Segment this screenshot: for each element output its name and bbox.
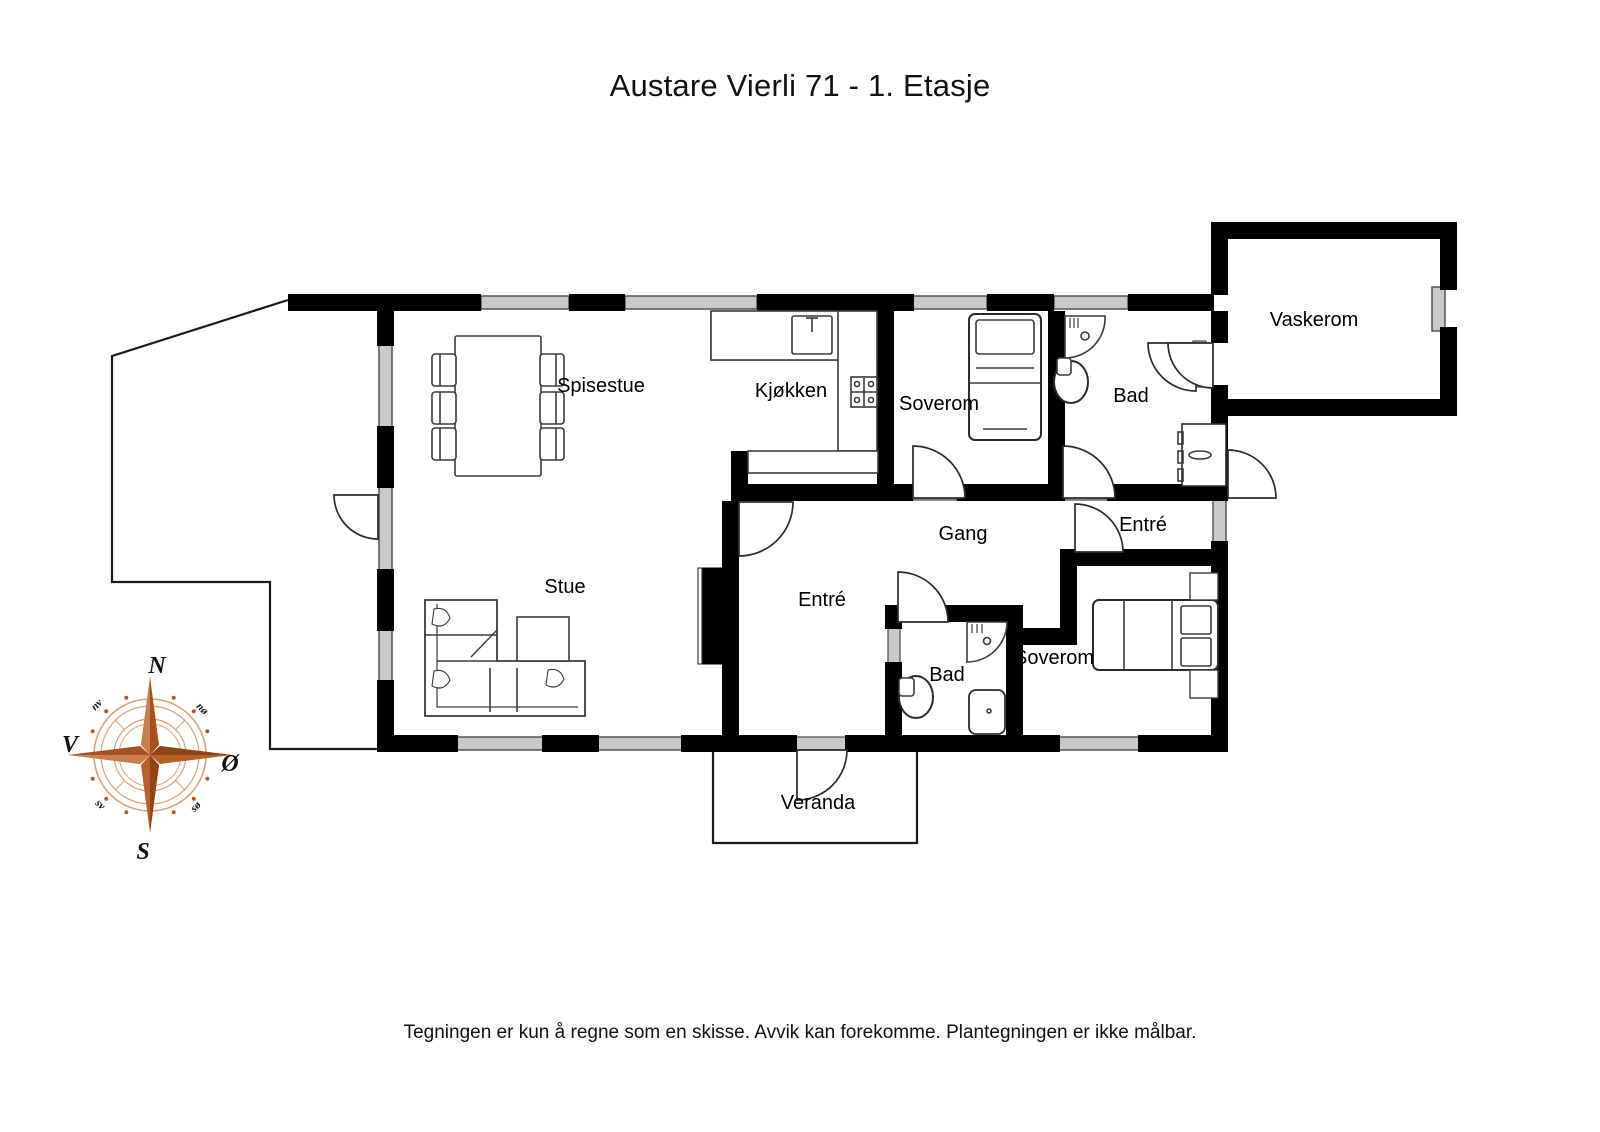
compass-se-label: sø xyxy=(187,799,203,815)
terrace-outline xyxy=(110,298,390,751)
compass-south-label: S xyxy=(136,839,149,865)
compass-west-label: V xyxy=(62,732,80,758)
bath-lower-fixtures xyxy=(898,621,1008,735)
room-label-veranda: Veranda xyxy=(781,792,856,814)
bath-upper-fixtures xyxy=(1053,315,1227,487)
room-labels: Spisestue Kjøkken Soverom Bad Vaskerom G… xyxy=(544,309,1358,814)
disclaimer-text: Tegningen er kun å regne som en skisse. … xyxy=(403,1022,1197,1043)
veranda-outline xyxy=(711,749,919,845)
page-title: Austare Vierli 71 - 1. Etasje xyxy=(609,68,991,103)
room-label-soverom-2: Soverom xyxy=(1014,647,1094,669)
room-label-entre-1: Entré xyxy=(1119,514,1167,536)
room-label-vaskerom: Vaskerom xyxy=(1270,309,1359,331)
compass-ne-label: nø xyxy=(194,701,211,718)
room-label-kjokken: Kjøkken xyxy=(755,380,827,402)
room-label-bad-1: Bad xyxy=(1113,385,1149,407)
compass-rose: N S V Ø nv nø sv sø xyxy=(62,653,240,865)
room-label-stue: Stue xyxy=(544,576,585,598)
room-label-entre-2: Entré xyxy=(798,589,846,611)
room-label-bad-2: Bad xyxy=(929,664,965,686)
furniture xyxy=(424,310,1227,735)
living-room-sofa-table xyxy=(424,599,586,717)
double-bed-lower xyxy=(1092,572,1219,699)
room-label-gang: Gang xyxy=(939,523,988,545)
compass-nw-label: nv xyxy=(89,697,105,713)
room-label-soverom-1: Soverom xyxy=(899,393,979,415)
single-bed-upper xyxy=(968,313,1042,441)
room-label-spisestue: Spisestue xyxy=(557,375,645,397)
doors xyxy=(333,342,1277,801)
compass-east-label: Ø xyxy=(220,751,240,777)
dining-table-6-chairs xyxy=(431,335,565,477)
compass-north-label: N xyxy=(147,653,167,679)
kitchen-counter-sink-stove xyxy=(710,310,879,474)
fireplace xyxy=(697,567,731,665)
